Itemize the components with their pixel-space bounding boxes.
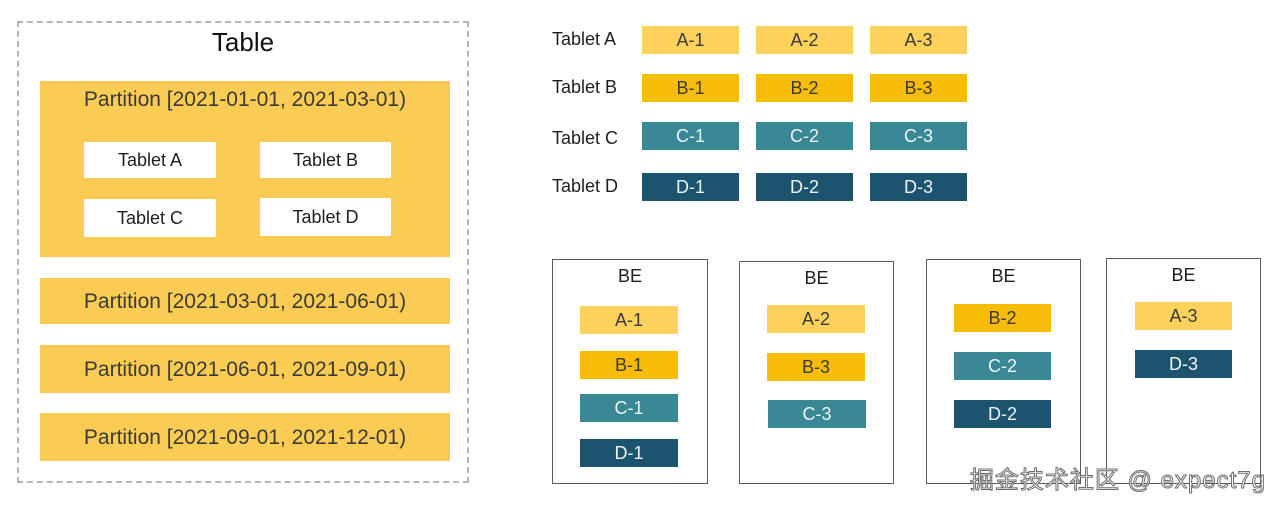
be1-replica-c-1: C-1 bbox=[580, 394, 678, 422]
be3-replica-b-2: B-2 bbox=[954, 304, 1051, 332]
replica-a-1: A-1 bbox=[642, 26, 739, 54]
be-title: BE bbox=[804, 268, 829, 288]
replica-b-2: B-2 bbox=[756, 74, 853, 102]
row-label-tablet-a: Tablet A bbox=[552, 29, 617, 49]
be3-replica-d-2: D-2 bbox=[954, 400, 1051, 428]
be3-replica-c-2: C-2 bbox=[954, 352, 1051, 380]
be1-replica-d-1: D-1 bbox=[580, 439, 678, 467]
replica-c-2: C-2 bbox=[756, 122, 853, 150]
partition-label: Partition [2021-09-01, 2021-12-01) bbox=[83, 426, 407, 449]
watermark: 掘金技术社区 @ expect7g bbox=[969, 467, 1266, 495]
table-title: Table bbox=[211, 27, 275, 57]
tablet-c-box: Tablet C bbox=[84, 199, 216, 237]
be4-replica-d-3: D-3 bbox=[1135, 350, 1232, 378]
row-label-tablet-c: Tablet C bbox=[552, 128, 619, 148]
be1-replica-a-1: A-1 bbox=[580, 306, 678, 334]
tablet-d-box: Tablet D bbox=[260, 198, 391, 236]
row-label-tablet-d: Tablet D bbox=[552, 176, 619, 196]
be2-replica-b-3: B-3 bbox=[767, 353, 865, 381]
replica-d-3: D-3 bbox=[870, 173, 967, 201]
replica-c-1: C-1 bbox=[642, 122, 739, 150]
be-title: BE bbox=[1171, 265, 1196, 285]
be-title: BE bbox=[617, 266, 642, 286]
replica-a-3: A-3 bbox=[870, 26, 967, 54]
partition-label: Partition [2021-03-01, 2021-06-01) bbox=[83, 290, 407, 313]
partition-label: Partition [2021-06-01, 2021-09-01) bbox=[83, 358, 407, 381]
table-container bbox=[17, 21, 469, 483]
replica-b-1: B-1 bbox=[642, 74, 739, 102]
be2-replica-a-2: A-2 bbox=[767, 305, 865, 333]
be1-replica-b-1: B-1 bbox=[580, 351, 678, 379]
be4-replica-a-3: A-3 bbox=[1135, 302, 1232, 330]
replica-d-2: D-2 bbox=[756, 173, 853, 201]
tablet-b-box: Tablet B bbox=[260, 142, 391, 178]
be2-replica-c-3: C-3 bbox=[768, 400, 866, 428]
row-label-tablet-b: Tablet B bbox=[552, 77, 618, 97]
partition-label: Partition [2021-01-01, 2021-03-01) bbox=[83, 88, 407, 111]
replica-c-3: C-3 bbox=[870, 122, 967, 150]
partition-2: Partition [2021-03-01, 2021-06-01) bbox=[40, 278, 450, 324]
replica-d-1: D-1 bbox=[642, 173, 739, 201]
replica-a-2: A-2 bbox=[756, 26, 853, 54]
partition-4: Partition [2021-09-01, 2021-12-01) bbox=[40, 413, 450, 461]
partition-1: Partition [2021-01-01, 2021-03-01) Table… bbox=[40, 81, 450, 257]
tablet-a-box: Tablet A bbox=[84, 142, 216, 178]
be-title: BE bbox=[991, 266, 1016, 286]
partition-3: Partition [2021-06-01, 2021-09-01) bbox=[40, 345, 450, 393]
replica-b-3: B-3 bbox=[870, 74, 967, 102]
